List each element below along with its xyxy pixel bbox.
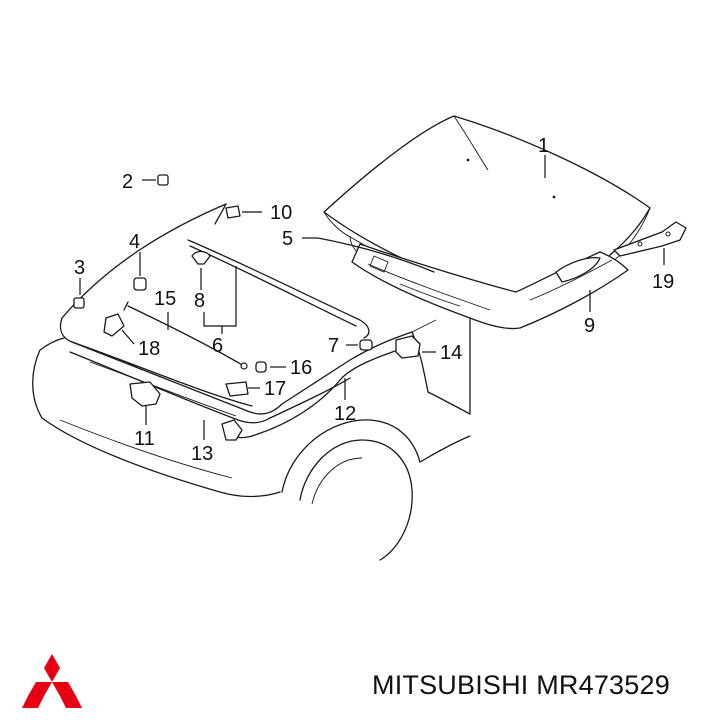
callout-3: 3 bbox=[74, 257, 85, 279]
brand-name: MITSUBISHI bbox=[372, 670, 529, 700]
callout-16: 16 bbox=[290, 357, 312, 379]
callout-2: 2 bbox=[122, 171, 133, 193]
callout-12: 12 bbox=[334, 403, 356, 425]
release-cable bbox=[230, 347, 405, 439]
part-number: MR473529 bbox=[536, 670, 670, 700]
callout-10: 10 bbox=[270, 202, 292, 224]
hood-weatherstrip bbox=[187, 239, 370, 339]
logo-diamond-left-b bbox=[22, 696, 44, 708]
small-parts bbox=[73, 174, 421, 441]
callout-6: 6 bbox=[212, 335, 223, 357]
logo-diamond-right bbox=[52, 682, 76, 696]
callout-14: 14 bbox=[440, 342, 462, 364]
leader-lines bbox=[79, 155, 665, 440]
car-body bbox=[32, 203, 471, 561]
hood-insulator bbox=[351, 243, 629, 330]
prop-rod bbox=[123, 301, 248, 370]
callout-4: 4 bbox=[129, 231, 140, 253]
logo-diamond-right-b bbox=[60, 696, 82, 708]
callout-5: 5 bbox=[282, 228, 293, 250]
callout-labels: 1 2 3 4 5 6 7 8 9 10 11 12 13 14 15 16 1… bbox=[74, 135, 674, 465]
callout-7: 7 bbox=[328, 335, 339, 357]
mitsubishi-logo-icon bbox=[22, 654, 82, 708]
callout-9: 9 bbox=[584, 315, 595, 337]
logo-diamond-left bbox=[28, 682, 52, 696]
callout-19: 19 bbox=[652, 271, 674, 293]
callout-1: 1 bbox=[538, 135, 549, 157]
callout-13: 13 bbox=[191, 443, 213, 465]
part-caption: MITSUBISHI MR473529 bbox=[372, 670, 670, 701]
callout-8: 8 bbox=[194, 290, 205, 312]
hood-seal bbox=[317, 237, 435, 273]
callout-18: 18 bbox=[138, 338, 160, 360]
hood-hinge bbox=[613, 221, 687, 257]
callout-11: 11 bbox=[134, 428, 155, 450]
callout-15: 15 bbox=[154, 288, 176, 310]
logo-diamond-top bbox=[44, 654, 60, 682]
callout-17: 17 bbox=[264, 378, 286, 400]
